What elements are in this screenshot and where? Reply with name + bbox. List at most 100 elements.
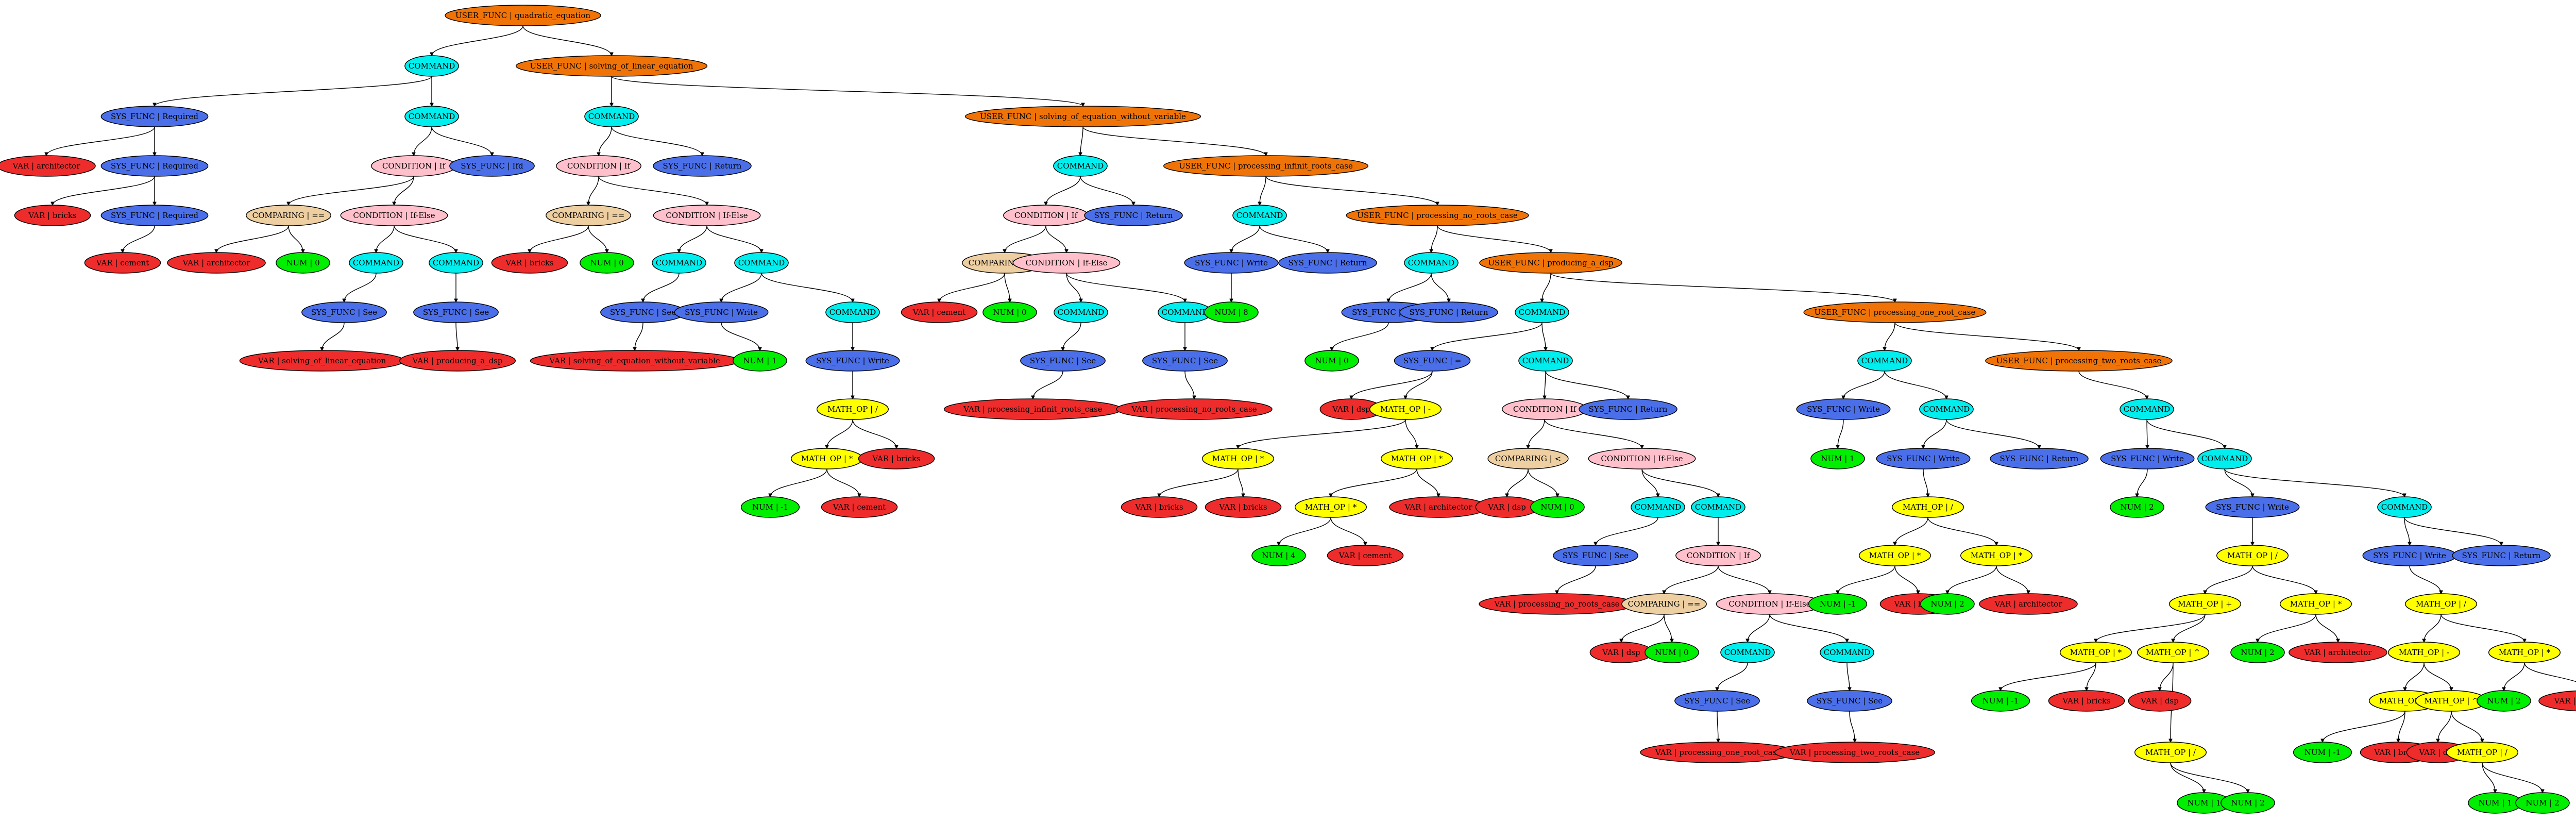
- tree-node-var-dsp: VAR | dsp: [1589, 642, 1653, 663]
- node-label: NUM | 2: [1930, 599, 1964, 609]
- node-label: MATH_OP | ^: [2424, 696, 2479, 706]
- node-label: VAR | dsp: [1487, 502, 1526, 512]
- node-ellipse: [2488, 642, 2561, 663]
- tree-edge: [1528, 419, 1545, 448]
- node-ellipse: [1278, 252, 1377, 274]
- node-label: USER_FUNC | producing_a_dsp: [1488, 258, 1613, 267]
- tree-edge: [2078, 371, 2147, 399]
- tree-node-command: COMMAND: [734, 252, 789, 274]
- node-ellipse: [2289, 642, 2387, 663]
- node-label: CONDITION | If-Else: [1025, 258, 1107, 267]
- tree-node-var-bricks: VAR | bricks: [858, 448, 935, 469]
- node-label: NUM | 1: [1821, 454, 1854, 463]
- tree-node-sys-func-see: SYS_FUNC | See: [1142, 350, 1228, 372]
- node-label: USER_FUNC | processing_no_roots_case: [1357, 211, 1518, 220]
- tree-edge: [761, 273, 853, 302]
- tree-node-math-op: MATH_OP | /: [1891, 496, 1964, 518]
- node-ellipse: [652, 252, 706, 274]
- tree-edge: [1405, 419, 1417, 448]
- node-label: VAR | solving_of_equation_without_variab…: [549, 356, 720, 365]
- tree-edge: [1541, 322, 1546, 350]
- tree-edge: [588, 176, 599, 205]
- tree-node-var-architector: VAR | architector: [2538, 690, 2576, 712]
- tree-node-command: COMMAND: [349, 252, 403, 274]
- tree-edge: [1431, 225, 1438, 253]
- node-ellipse: [515, 55, 708, 77]
- tree-edge: [1717, 711, 1718, 742]
- tree-edge: [1046, 176, 1081, 205]
- node-label: SYS_FUNC | Return: [2000, 454, 2079, 463]
- tree-node-condition-if-else: CONDITION | If-Else: [1588, 448, 1696, 469]
- node-label: NUM | -1: [2304, 748, 2341, 757]
- tree-node-var-architector: VAR | architector: [1979, 593, 2078, 615]
- node-label: VAR | cement: [1338, 551, 1392, 560]
- tree-node-math-op: MATH_OP | /: [2405, 593, 2478, 615]
- node-ellipse: [301, 301, 387, 323]
- node-ellipse: [1163, 155, 1368, 177]
- tree-edge: [1388, 273, 1432, 302]
- tree-edge: [635, 322, 643, 350]
- node-ellipse: [580, 252, 634, 274]
- tree-edge: [2146, 419, 2225, 448]
- tree-node-sys-func-return: SYS_FUNC | Return: [2452, 545, 2551, 566]
- node-label: COMMAND: [1824, 648, 1870, 657]
- tree-node-var-architector: VAR | architector: [1389, 496, 1488, 518]
- tree-node-num-2: NUM | 2: [2230, 642, 2285, 663]
- tree-edge: [1664, 565, 1719, 594]
- tree-edge: [1641, 468, 1658, 497]
- node-ellipse: [1369, 398, 1442, 420]
- node-ellipse: [546, 205, 631, 226]
- node-label: COMMAND: [1057, 161, 1104, 171]
- tree-node-sys-func-write: SYS_FUNC | Write: [805, 350, 900, 372]
- node-label: COMMAND: [1861, 356, 1908, 365]
- tree-edge: [1279, 517, 1331, 545]
- node-label: NUM | 8: [1214, 308, 1248, 317]
- tree-node-num-1: NUM | 1: [733, 350, 787, 372]
- tree-node-var-cement: VAR | cement: [1327, 545, 1404, 566]
- tree-node-command: COMMAND: [1518, 350, 1573, 372]
- node-ellipse: [2515, 792, 2570, 814]
- node-label: USER_FUNC | solving_of_linear_equation: [530, 61, 693, 71]
- tree-edge: [1846, 662, 1850, 691]
- node-ellipse: [1515, 301, 1569, 323]
- tree-edge: [1259, 225, 1328, 253]
- node-ellipse: [2128, 690, 2192, 712]
- tree-edge: [2398, 711, 2405, 742]
- node-label: VAR | processing_no_roots_case: [1131, 405, 1257, 414]
- tree-node-math-op: MATH_OP | *: [2488, 642, 2561, 663]
- tree-edge: [1550, 273, 1895, 302]
- node-label: VAR | bricks: [505, 258, 553, 267]
- node-ellipse: [1054, 301, 1108, 323]
- node-ellipse: [1518, 350, 1573, 372]
- node-ellipse: [399, 350, 516, 372]
- node-label: SYS_FUNC | Return: [1410, 308, 1488, 317]
- tree-edge: [123, 225, 155, 253]
- tree-edge: [1894, 565, 1918, 594]
- tree-edge: [522, 25, 612, 56]
- node-ellipse: [674, 301, 769, 323]
- tree-node-sys-func-return: SYS_FUNC | Return: [1278, 252, 1377, 274]
- tree-edge: [2482, 762, 2543, 793]
- tree-edge: [1895, 517, 1928, 545]
- tree-node-sys-func-write: SYS_FUNC | Write: [1184, 252, 1279, 274]
- tree-edge: [2170, 762, 2248, 793]
- tree-node-condition-if-else: CONDITION | If-Else: [653, 205, 761, 226]
- tree-edge: [611, 126, 702, 156]
- node-label: COMMAND: [2124, 405, 2170, 414]
- node-label: COMMAND: [433, 258, 479, 267]
- tree-node-command: COMMAND: [1232, 205, 1287, 226]
- tree-node-sys-func-return: SYS_FUNC | Return: [1399, 301, 1498, 323]
- tree-edge: [2173, 614, 2206, 642]
- tree-node-command: COMMAND: [1158, 301, 1212, 323]
- tree-edge: [1080, 126, 1083, 156]
- tree-edge: [1894, 322, 2079, 350]
- node-ellipse: [100, 155, 209, 177]
- node-label: USER_FUNC | solving_of_equation_without_…: [980, 112, 1186, 121]
- node-ellipse: [2205, 496, 2300, 518]
- tree-node-condition-if-else: CONDITION | If-Else: [1012, 252, 1121, 274]
- node-label: COMMAND: [1236, 211, 1283, 220]
- node-ellipse: [2059, 642, 2132, 663]
- node-ellipse: [1857, 350, 1912, 372]
- node-label: VAR | architector: [2303, 648, 2372, 657]
- tree-edge: [2441, 614, 2524, 642]
